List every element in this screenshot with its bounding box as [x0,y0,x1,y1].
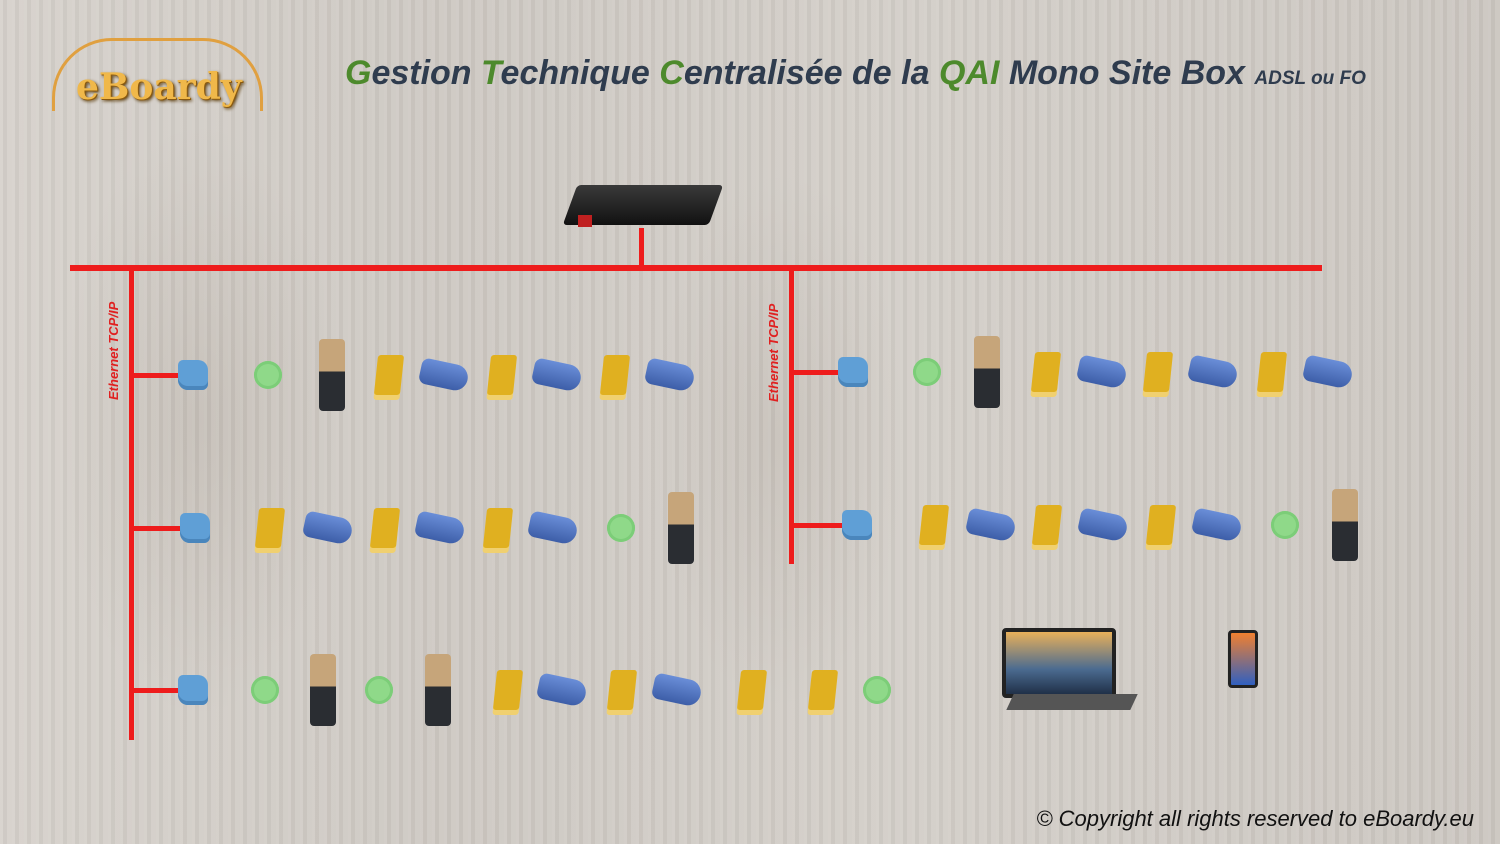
logo-text: eBoardy [76,66,242,108]
display-gauge-icon [918,505,950,545]
access-point-icon [180,513,210,543]
access-point-icon [842,510,872,540]
air-purifier-icon [668,492,694,564]
branch-line [131,373,183,378]
display-gauge-icon [599,355,631,395]
title-part: C [659,54,684,92]
title-part: Mono Site Box [999,54,1255,92]
branch-line [131,688,183,693]
co2-sensor-icon [1271,511,1299,539]
air-purifier-icon [425,654,451,726]
display-gauge-icon [369,508,401,548]
branch-line [131,526,185,531]
display-gauge-icon [1145,505,1177,545]
smartphone [1228,630,1258,688]
display-gauge-icon [1031,505,1063,545]
display-gauge-icon [492,670,524,710]
title-part: T [481,54,501,92]
co2-sensor-icon [863,676,891,704]
display-gauge-icon [486,355,518,395]
title-part: QAI [938,54,1000,92]
display-gauge-icon [736,670,768,710]
ethernet-label-left: Ethernet TCP/IP [106,301,121,400]
title-part: G [345,54,372,92]
co2-sensor-icon [365,676,393,704]
access-point-icon [178,675,208,705]
display-gauge-icon [482,508,514,548]
page-title: Gestion Technique Centralisée de la QAI … [345,54,1366,93]
display-gauge-icon [1030,352,1062,392]
display-gauge-icon [373,355,405,395]
tablet-laptop [1002,628,1138,716]
air-purifier-icon [319,339,345,411]
branch-line [791,523,847,528]
router-drop-line [639,228,644,270]
display-gauge-icon [606,670,638,710]
display-gauge-icon [254,508,286,548]
backbone-line [70,265,1322,271]
co2-sensor-icon [607,514,635,542]
air-purifier-icon [974,336,1000,408]
display-gauge-icon [1142,352,1174,392]
air-purifier-icon [1332,489,1358,561]
display-gauge-icon [1256,352,1288,392]
display-gauge-icon [807,670,839,710]
co2-sensor-icon [254,361,282,389]
branch-line [791,370,843,375]
right-trunk-line [789,268,794,564]
eboardy-logo: eBoardy [52,38,263,113]
copyright-text: © Copyright all rights reserved to eBoar… [1036,806,1474,831]
co2-sensor-icon [251,676,279,704]
air-purifier-icon [310,654,336,726]
access-point-icon [838,357,868,387]
co2-sensor-icon [913,358,941,386]
title-part: entralisée de la [683,54,939,92]
ethernet-label-right: Ethernet TCP/IP [766,303,781,402]
title-suffix: ADSL ou FO [1254,68,1366,89]
internet-box-router [562,175,724,233]
title-part: echnique [500,54,660,92]
title-part: estion [371,54,482,92]
left-trunk-line [129,268,134,740]
access-point-icon [178,360,208,390]
